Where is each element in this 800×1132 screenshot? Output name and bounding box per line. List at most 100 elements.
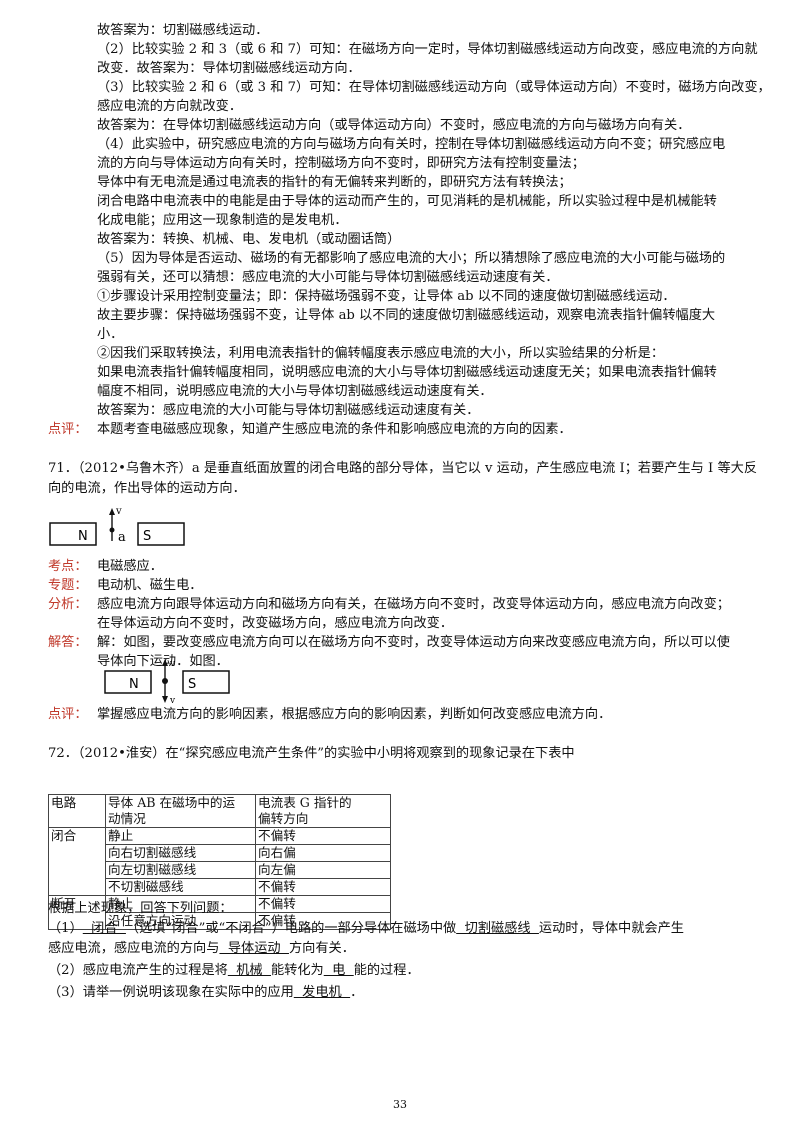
table-row: 沿任意方向运动 不偏转 <box>49 912 391 930</box>
text-line: 故答案为：转换、机械、电、发电机（或动圈话筒） <box>97 232 401 247</box>
answer-3: （3）请举一例说明该现象在实际中的应用 发电机 ． <box>48 984 363 1002</box>
fenxi-text: 感应电流方向跟导体运动方向和磁场方向有关，在磁场方向不变时，改变导体运动方向，感… <box>97 597 730 612</box>
text-line: 小． <box>97 327 124 342</box>
question-72-stem: 72．（2012•淮安）在“探究感应电流产生条件”的实验中小明将观察到的现象记录… <box>48 746 575 761</box>
table-cell: 静止 <box>105 827 256 845</box>
velocity-label-down: v <box>169 696 176 705</box>
table-cell: 不偏转 <box>255 878 391 896</box>
dianping-text: 掌握感应电流方向的影响因素，根据感应方向的影响因素，判断如何改变感应电流方向． <box>97 707 612 722</box>
table-cell: 不切割磁感线 <box>105 878 256 896</box>
table-cell: 闭合 <box>48 827 106 896</box>
answer-text: （3）请举一例说明该现象在实际中的应用 <box>48 985 294 1000</box>
observation-table: 电路 导体 AB 在磁场中的运动情况 电流表 G 指针的偏转方向 闭合 静止 不… <box>48 794 391 930</box>
text-line: 感应电流的方向就改变． <box>97 99 243 114</box>
table-header-cell: 电流表 G 指针的偏转方向 <box>255 794 391 828</box>
text-line: 幅度不相同，说明感应电流的大小与导体切割磁感线运动速度有关． <box>97 384 493 399</box>
fenxi-label: 分析： <box>48 597 88 612</box>
north-pole-label: N <box>78 529 88 544</box>
south-pole-magnet <box>182 670 230 694</box>
text-line: 故答案为：在导体切割磁感线运动方向（或导体运动方向）不变时，感应电流的方向与磁场… <box>97 118 691 133</box>
text-line: （2）比较实验 2 和 3（或 6 和 7）可知：在磁场方向一定时，导体切割磁感… <box>97 42 758 57</box>
text-line: （5）因为导体是否运动、磁场的有无都影响了感应电流的大小；所以猜想除了感应电流的… <box>97 251 726 266</box>
velocity-arrowhead <box>109 508 115 515</box>
table-row: 闭合 静止 不偏转 <box>48 827 391 896</box>
table-row: 向左切割磁感线 向左偏 <box>49 861 391 879</box>
table-header-cell: 导体 AB 在磁场中的运动情况 <box>105 794 256 828</box>
table-cell: 不偏转 <box>255 895 391 913</box>
fenxi-text-cont: 在导体运动方向不变时，改变磁场方向，感应电流方向改变． <box>97 616 454 631</box>
header-text: 偏转方向 <box>258 811 309 826</box>
text-line: ①步骤设计采用控制变量法；即：保持磁场强弱不变，让导体 ab 以不同的速度做切割… <box>97 289 676 304</box>
table-row: 断开 静止 不偏转 <box>48 895 391 930</box>
table-header-cell: 电路 <box>48 794 106 828</box>
comment-text: 本题考查电磁感应现象，知道产生感应电流的条件和影响感应电流的方向的因素． <box>97 422 572 437</box>
text-line: （3）比较实验 2 和 6（或 3 和 7）可知：在导体切割磁感线运动方向（或导… <box>97 80 771 95</box>
answer-1: （1） 闭合 （选填“闭合”或“不闭合”）电路的一部分导体在磁场中做 切割磁感线… <box>48 920 684 938</box>
table-row: 向右切割磁感线 向右偏 <box>49 844 391 862</box>
magnet-figure-answer: N S v v <box>104 659 230 705</box>
text-line: 流的方向与导体运动方向有关时，控制磁场方向不变时，即研究方法有控制变量法； <box>97 156 585 171</box>
answer-blank: 闭合 <box>82 921 126 936</box>
table-cell: 向右切割磁感线 <box>105 844 256 862</box>
header-text: 动情况 <box>108 811 146 826</box>
answer-blank: 机械 <box>227 963 271 978</box>
question-71-stem-cont: 向的电流，作出导体的运动方向． <box>48 481 246 496</box>
header-text: 导体 AB 在磁场中的运 <box>108 795 236 810</box>
question-71-stem: 71．（2012•乌鲁木齐）a 是垂直纸面放置的闭合电路的部分导体，当它以 v … <box>48 461 758 476</box>
answer-blank: 发电机 <box>293 985 351 1000</box>
table-row: 不切割磁感线 不偏转 <box>49 878 391 896</box>
jieda-text-cont: 导体向下运动．如图． <box>97 654 229 669</box>
jieda-text: 解：如图，要改变感应电流方向可以在磁场方向不变时，改变导体运动方向来改变感应电流… <box>97 635 730 650</box>
table-cell: 不偏转 <box>255 912 391 930</box>
zhuanti-text: 电动机、磁生电． <box>97 578 203 593</box>
answer-text: 感应电流，感应电流的方向与 <box>48 941 220 956</box>
answer-2: （2）感应电流产生的过程是将 机械 能转化为 电 能的过程． <box>48 962 420 980</box>
south-pole-magnet <box>137 522 185 546</box>
north-pole-magnet <box>49 522 97 546</box>
page-number: 33 <box>393 1098 407 1111</box>
text-line: 改变．故答案为：导体切割磁感线运动方向． <box>97 61 361 76</box>
answer-blank: 电 <box>323 963 354 978</box>
text-line: 如果电流表指针偏转幅度相同，说明感应电流的大小与导体切割磁感线运动速度无关；如果… <box>97 365 717 380</box>
answer-text: （选填“闭合”或“不闭合”）电路的一部分导体在磁场中做 <box>125 921 457 936</box>
jieda-label: 解答： <box>48 635 88 650</box>
text-line: 故主要步骤：保持磁场强弱不变，让导体 ab 以不同的速度做切割磁感线运动，观察电… <box>97 308 716 323</box>
comment-label: 点评： <box>48 422 88 437</box>
south-pole-label: S <box>143 529 151 544</box>
answer-text: 能转化为 <box>270 963 324 978</box>
answer-blank: 导体运动 <box>219 941 289 956</box>
text-line: 故答案为：感应电流的大小可能与导体切割磁感线运动速度有关． <box>97 403 480 418</box>
table-cell: 向左切割磁感线 <box>105 861 256 879</box>
question-72-intro: 根据上述现象，回答下列问题： <box>48 901 233 916</box>
table-cell: 向左偏 <box>255 861 391 879</box>
table-cell: 不偏转 <box>255 827 391 845</box>
zhuanti-label: 专题： <box>48 578 88 593</box>
kaodian-text: 电磁感应． <box>97 559 163 574</box>
answer-text: （1） <box>48 921 83 936</box>
text-line: ②因我们采取转换法，利用电流表指针的偏转幅度表示感应电流的大小，所以实验结果的分… <box>97 346 665 361</box>
down-arrowhead <box>162 696 168 703</box>
text-line: 导体中有无电流是通过电流表的指针的有无偏转来判断的，即研究方法有转换法； <box>97 175 572 190</box>
magnet-figure-question: N S v a <box>49 506 185 546</box>
table-cell: 向右偏 <box>255 844 391 862</box>
south-pole-label: S <box>188 677 196 692</box>
velocity-label: v <box>115 506 122 517</box>
header-text: 电流表 G 指针的 <box>258 795 352 810</box>
table-cell: 沿任意方向运动 <box>105 912 256 930</box>
text-line: 强弱有关，还可以猜想：感应电流的大小可能与导体切割磁感线运动速度有关． <box>97 270 559 285</box>
answer-blank: 切割磁感线 <box>456 921 539 936</box>
text-line: 故答案为：切割磁感线运动． <box>97 23 269 38</box>
text-line: （4）此实验中，研究感应电流的方向与磁场方向有关时，控制在导体切割磁感线运动方向… <box>97 137 726 152</box>
conductor-dot <box>109 527 115 533</box>
answer-text: 运动时，导体中就会产生 <box>538 921 684 936</box>
dianping-label: 点评： <box>48 707 88 722</box>
answer-1-cont: 感应电流，感应电流的方向与 导体运动 方向有关． <box>48 940 355 958</box>
text-line: 化成电能；应用这一现象制造的是发电机． <box>97 213 348 228</box>
table-row: 电路 导体 AB 在磁场中的运动情况 电流表 G 指针的偏转方向 <box>48 794 391 828</box>
velocity-label-up: v <box>169 659 176 669</box>
conductor-label: a <box>118 530 126 545</box>
kaodian-label: 考点： <box>48 559 88 574</box>
answer-text: 能的过程． <box>353 963 420 978</box>
north-pole-magnet <box>104 670 152 694</box>
